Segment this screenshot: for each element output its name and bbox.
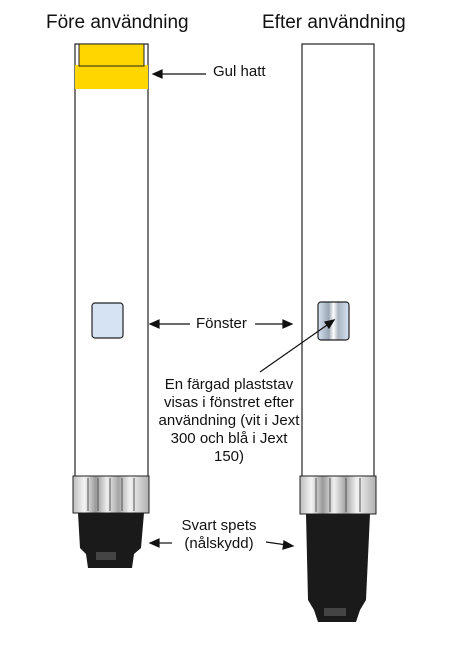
yellow-cap bbox=[75, 65, 148, 89]
window-before bbox=[91, 302, 124, 339]
arrow-tip-left-head bbox=[148, 538, 160, 548]
label-window: Fönster bbox=[196, 315, 247, 332]
label-black-tip: Svart spets (nålskydd) bbox=[181, 517, 257, 552]
arrow-window-right-head bbox=[282, 319, 294, 329]
grip-ring-after bbox=[299, 475, 377, 515]
after-use-title: Efter användning bbox=[262, 12, 406, 33]
pen-after-use bbox=[299, 43, 377, 622]
arrow-tip-right-head bbox=[282, 540, 295, 550]
pen-body-after bbox=[301, 43, 375, 481]
yellow-cap-top bbox=[78, 43, 145, 67]
arrow-cap-head bbox=[151, 69, 163, 79]
grip-ring-before bbox=[72, 475, 150, 514]
arrow-window-left-head bbox=[148, 319, 160, 329]
black-tip-after bbox=[306, 514, 370, 622]
black-tip-before bbox=[78, 513, 144, 568]
arrow-rod-line bbox=[259, 322, 331, 373]
pen-body-before bbox=[74, 43, 149, 481]
arrow-rod-head bbox=[324, 319, 336, 330]
label-yellow-cap: Gul hatt bbox=[213, 63, 266, 80]
pen-before-use bbox=[72, 43, 150, 568]
before-use-title: Före användning bbox=[46, 12, 189, 33]
label-colored-rod: En färgad plaststav visas i fönstret eft… bbox=[158, 376, 300, 465]
